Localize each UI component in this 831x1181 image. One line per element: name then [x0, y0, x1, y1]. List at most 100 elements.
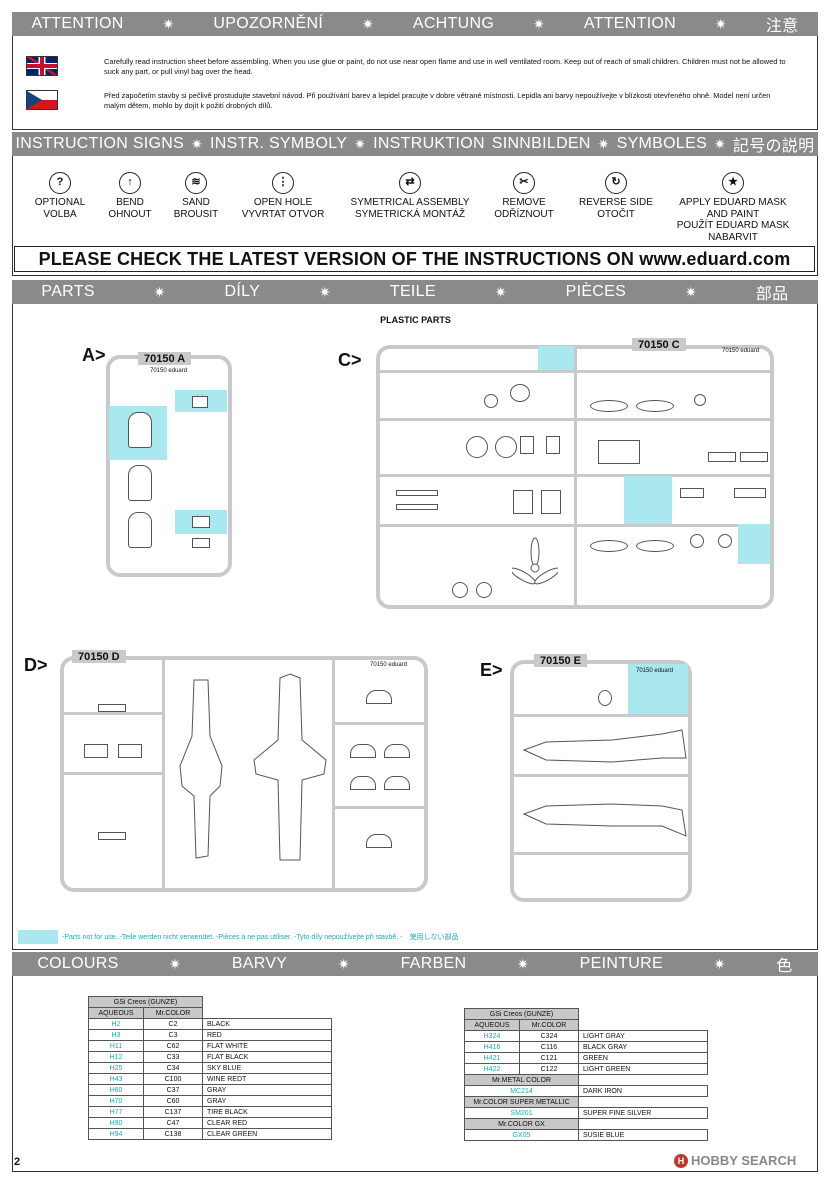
aqueous-code: H421 — [464, 1052, 520, 1064]
watermark: H HOBBY SEARCH — [674, 1153, 796, 1168]
sand-icon: ≋ — [185, 172, 207, 194]
sign-line: BEND — [116, 197, 144, 208]
color-name: SUSIE BLUE — [578, 1129, 708, 1141]
tail-part — [350, 744, 376, 758]
star-icon: ✷ — [494, 283, 507, 300]
parts-frame — [12, 304, 818, 950]
color-name: RED — [202, 1029, 332, 1041]
parts-band: PARTS✷ DÍLY✷ TEILE✷ PIÈCES✷ 部品 — [12, 280, 818, 304]
sprue-a-code: 70150 A — [138, 352, 192, 365]
star-icon: ✷ — [714, 15, 727, 32]
sprue-d-tag: 70150 eduard — [370, 662, 408, 668]
drop-tank-part — [636, 540, 674, 552]
signs-band: INSTRUCTION SIGNS✷ INSTR. SYMBOLY✷ INSTR… — [12, 132, 818, 156]
plastic-parts-title: PLASTIC PARTS — [380, 315, 451, 325]
sprue-runner — [380, 370, 770, 373]
band-label: 注意 — [765, 18, 799, 35]
sprue-runner — [574, 349, 577, 605]
sign-line: OPTIONAL — [34, 197, 86, 208]
sprue-runner — [380, 524, 770, 527]
band-label: INSTR. SYMBOLY — [209, 135, 348, 152]
col-mr: Mr.COLOR — [519, 1019, 579, 1031]
cz-flag-icon — [26, 90, 58, 110]
metal-code: MC214 — [464, 1085, 579, 1097]
aqueous-code: H416 — [464, 1041, 520, 1053]
star-icon: ✷ — [597, 135, 610, 152]
sign-line: OHNOUT — [108, 208, 152, 220]
band-label: ATTENTION — [583, 15, 677, 32]
sign-line: BROUSIT — [173, 208, 219, 220]
reverse-icon: ↻ — [605, 172, 627, 194]
band-label: COLOURS — [37, 955, 119, 972]
aqueous-code: H422 — [464, 1063, 520, 1075]
super-code: SM201 — [464, 1107, 579, 1119]
sprue-d-letter: D> — [24, 655, 48, 675]
band-label: FARBEN — [400, 955, 467, 972]
hub-part — [718, 534, 732, 548]
aqueous-code: H25 — [88, 1062, 144, 1074]
canopy-part — [128, 412, 152, 448]
mr-code: C34 — [143, 1062, 203, 1074]
metal-header: Mr.METAL COLOR — [464, 1074, 579, 1086]
drop-tank-part — [590, 400, 628, 412]
aqueous-code: H60 — [88, 1084, 144, 1096]
col-aqueous: AQUEOUS — [88, 1007, 144, 1019]
sprue-c-tag: 70150 eduard — [722, 348, 760, 354]
star-icon: ✷ — [517, 955, 530, 972]
sprue-e — [510, 660, 692, 902]
cowling-part — [510, 384, 530, 402]
small-part — [192, 516, 210, 528]
sprue-c-letter: C> — [338, 350, 362, 370]
sprue-c-code: 70150 C — [632, 338, 686, 351]
band-label: ACHTUNG — [412, 15, 495, 32]
band-label: 色 — [776, 958, 793, 975]
col-mr: Mr.COLOR — [143, 1007, 203, 1019]
sign-line: REMOVE — [502, 197, 546, 208]
aqueous-code: H43 — [88, 1073, 144, 1085]
sign-remove: ✂ REMOVE ODŘÍZNOUT — [486, 172, 562, 220]
color-name: SKY BLUE — [202, 1062, 332, 1074]
aqueous-code: H12 — [88, 1051, 144, 1063]
sprue-runner — [64, 712, 162, 715]
signs-frame — [12, 156, 818, 276]
color-name: TIRE BLACK — [202, 1106, 332, 1118]
color-name: LIGHT GREEN — [578, 1063, 708, 1075]
color-name: LIGHT GRAY — [578, 1030, 708, 1042]
intake-part — [546, 436, 560, 454]
mr-code: C122 — [519, 1063, 579, 1075]
star-icon: ✷ — [713, 955, 726, 972]
mr-code: C47 — [143, 1117, 203, 1129]
star-icon: ✷ — [684, 283, 697, 300]
symmetrical-icon: ⇄ — [399, 172, 421, 194]
band-label: INSTRUKTION — [373, 135, 485, 152]
color-name: DARK IRON — [578, 1085, 708, 1097]
aqueous-code: H77 — [88, 1106, 144, 1118]
color-name: GRAY — [202, 1095, 332, 1107]
band-label: TEILE — [389, 283, 436, 300]
star-icon: ✷ — [361, 15, 374, 32]
sprue-runner — [162, 660, 165, 888]
flap-part — [84, 744, 108, 758]
unused-part-area — [628, 664, 688, 714]
star-icon: ✷ — [162, 15, 175, 32]
aqueous-code: H3 — [88, 1029, 144, 1041]
sign-reverse: ↻ REVERSE SIDE OTOČIT — [568, 172, 664, 220]
intake-part — [520, 436, 534, 454]
sign-line: POUŽÍT EDUARD MASK — [676, 220, 790, 231]
star-icon: ✷ — [713, 135, 726, 152]
colours-frame — [12, 976, 818, 1172]
panel-part — [740, 452, 768, 462]
drop-tank-part — [590, 540, 628, 552]
sprue-e-letter: E> — [480, 660, 503, 680]
band-label: ATTENTION — [31, 15, 124, 32]
sign-line: NABARVIT — [708, 231, 758, 243]
wheel-part — [495, 436, 517, 458]
star-icon: ✷ — [354, 135, 367, 152]
color-name: FLAT BLACK — [202, 1051, 332, 1063]
